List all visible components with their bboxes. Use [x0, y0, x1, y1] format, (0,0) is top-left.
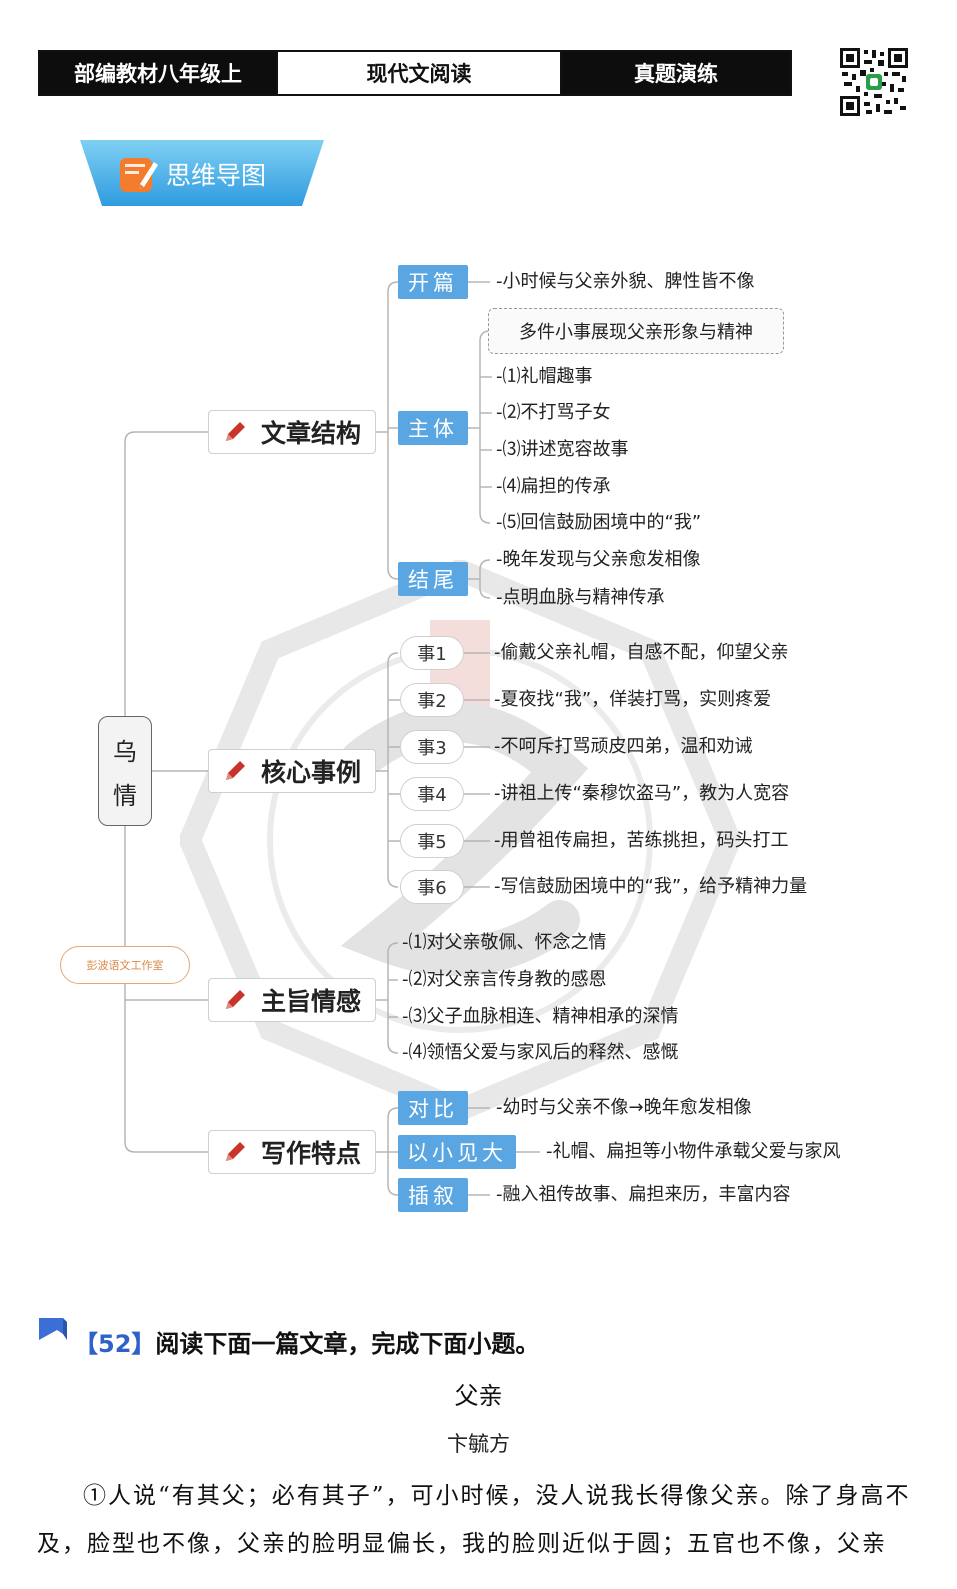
- emotion-item-2: -⑵对父亲言传身教的感恩: [402, 969, 607, 990]
- body-item-2: -⑵不打骂子女: [496, 402, 611, 423]
- bookmark-icon: [39, 1318, 67, 1340]
- event-tag-1: 事1: [400, 636, 464, 670]
- event-tag-4: 事4: [400, 777, 464, 811]
- pencil-icon: [226, 761, 245, 780]
- header-subject: 现代文阅读: [276, 52, 562, 94]
- header-practice: 真题演练: [562, 52, 790, 94]
- tag-opening: 开篇: [398, 265, 468, 299]
- mindmap-root: 乌 情: [98, 716, 152, 826]
- ending-item-2: -点明血脉与精神传承: [496, 587, 665, 608]
- qr-code-icon: [840, 48, 908, 116]
- event-tag-2: 事2: [400, 683, 464, 717]
- article-paragraph: ①人说“有其父；必有其子”，可小时候，没人说我长得像父亲。除了身高不及，脸型也不…: [37, 1483, 911, 1557]
- root-char-2: 情: [113, 781, 137, 810]
- section-title: 思维导图: [166, 161, 267, 190]
- root-char-1: 乌: [113, 737, 137, 766]
- header-bar: 部编教材八年级上 现代文阅读 真题演练: [38, 50, 792, 96]
- event-item-6: -写信鼓励困境中的“我”，给予精神力量: [494, 876, 808, 897]
- pencil-icon: [226, 990, 245, 1009]
- writing-item-2: -礼帽、扁担等小物件承载父爱与家风: [546, 1141, 841, 1162]
- body-item-5: -⑸回信鼓励困境中的“我”: [496, 512, 702, 533]
- event-item-5: -用曾祖传扁担，苦练挑担，码头打工: [494, 830, 789, 851]
- leaf-opening: -小时候与父亲外貌、脾性皆不像: [496, 271, 755, 292]
- body-summary-box: 多件小事展现父亲形象与精神: [488, 308, 784, 354]
- header-grade: 部编教材八年级上: [40, 52, 276, 94]
- article-author: 卞毓方: [447, 1432, 510, 1456]
- pencil-icon: [226, 1142, 245, 1161]
- branch-structure-label: 文章结构: [261, 419, 362, 448]
- branch-events: 核心事例: [208, 749, 376, 793]
- body-item-3: -⑶讲述宽容故事: [496, 439, 629, 460]
- emotion-item-3: -⑶父子血脉相连、精神相承的深情: [402, 1006, 679, 1027]
- writing-item-1: -幼时与父亲不像→晚年愈发相像: [496, 1097, 752, 1118]
- note-pencil-icon: [120, 158, 158, 192]
- branch-writing: 写作特点: [208, 1130, 376, 1174]
- event-tag-5: 事5: [400, 824, 464, 858]
- ending-item-1: -晚年发现与父亲愈发相像: [496, 549, 701, 570]
- studio-badge: 彭波语文工作室: [60, 946, 190, 984]
- event-item-2: -夏夜找“我”，佯装打骂，实则疼爱: [494, 689, 772, 710]
- mindmap-connectors: [124, 281, 540, 1196]
- article-title: 父亲: [454, 1382, 503, 1410]
- event-item-3: -不呵斥打骂顽皮四弟，温和劝诫: [494, 736, 753, 757]
- tag-small-big: 以小见大: [398, 1135, 516, 1169]
- branch-emotion-label: 主旨情感: [261, 987, 362, 1016]
- event-tag-6: 事6: [400, 870, 464, 904]
- emotion-item-1: -⑴对父亲敬佩、怀念之情: [402, 932, 607, 953]
- question-title: 【52】阅读下面一篇文章，完成下面小题。: [74, 1324, 539, 1359]
- branch-emotion: 主旨情感: [208, 978, 376, 1022]
- branch-structure: 文章结构: [208, 410, 376, 454]
- body-item-1: -⑴礼帽趣事: [496, 366, 593, 387]
- branch-writing-label: 写作特点: [261, 1139, 362, 1168]
- tag-body: 主体: [398, 411, 468, 445]
- tag-ending: 结尾: [398, 562, 468, 596]
- emotion-item-4: -⑷领悟父爱与家风后的释然、感慨: [402, 1042, 679, 1063]
- writing-item-3: -融入祖传故事、扁担来历，丰富内容: [496, 1184, 791, 1205]
- tag-contrast: 对比: [398, 1091, 468, 1125]
- pencil-icon: [226, 422, 245, 441]
- event-tag-3: 事3: [400, 730, 464, 764]
- event-item-1: -偷戴父亲礼帽，自感不配，仰望父亲: [494, 642, 789, 663]
- branch-events-label: 核心事例: [261, 758, 362, 787]
- tag-flashback: 插叙: [398, 1178, 468, 1212]
- question-number: 【52】: [74, 1330, 156, 1358]
- body-item-4: -⑷扁担的传承: [496, 476, 611, 497]
- question-prompt: 阅读下面一篇文章，完成下面小题。: [155, 1330, 540, 1358]
- event-item-4: -讲祖上传“秦穆饮盗马”，教为人宽容: [494, 783, 790, 804]
